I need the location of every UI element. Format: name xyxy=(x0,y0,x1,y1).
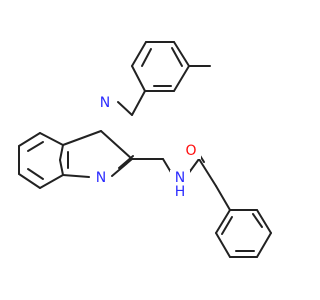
atom-labels: N N N H O xyxy=(90,94,201,201)
oxygen-label: O xyxy=(185,143,196,159)
bond xyxy=(221,216,233,235)
bond xyxy=(198,158,217,187)
amide-hydrogen-label: H xyxy=(175,184,186,200)
bond xyxy=(111,158,133,177)
bond xyxy=(131,90,146,116)
bond xyxy=(215,209,231,234)
bond xyxy=(215,185,231,211)
bond xyxy=(59,159,64,176)
bond xyxy=(141,48,152,67)
nitrogen-label-n1: N xyxy=(100,95,110,111)
bond xyxy=(18,132,41,147)
bond xyxy=(173,65,190,92)
bond xyxy=(215,232,231,258)
bond xyxy=(62,130,102,146)
benzimidazole-core xyxy=(18,130,134,189)
bond xyxy=(117,101,133,116)
bond xyxy=(39,132,64,146)
bond xyxy=(173,41,190,67)
bond xyxy=(27,168,44,180)
bond xyxy=(100,130,133,160)
bond xyxy=(171,47,183,67)
nitrogen-label-n3: N xyxy=(96,170,106,186)
bond xyxy=(256,209,272,234)
bond xyxy=(59,144,64,161)
bond xyxy=(252,213,263,228)
bond xyxy=(18,173,41,189)
bond xyxy=(131,65,146,92)
bond xyxy=(256,232,272,258)
bond xyxy=(131,41,147,67)
bond xyxy=(62,174,90,178)
bond xyxy=(39,174,64,189)
phenylacetamide-chain xyxy=(131,144,272,258)
amide-nitrogen-label: N xyxy=(175,170,185,186)
molecule-structure-diagram: N N N H O xyxy=(18,41,272,258)
p-methylbenzyl-group xyxy=(117,41,211,116)
bond xyxy=(27,141,44,152)
